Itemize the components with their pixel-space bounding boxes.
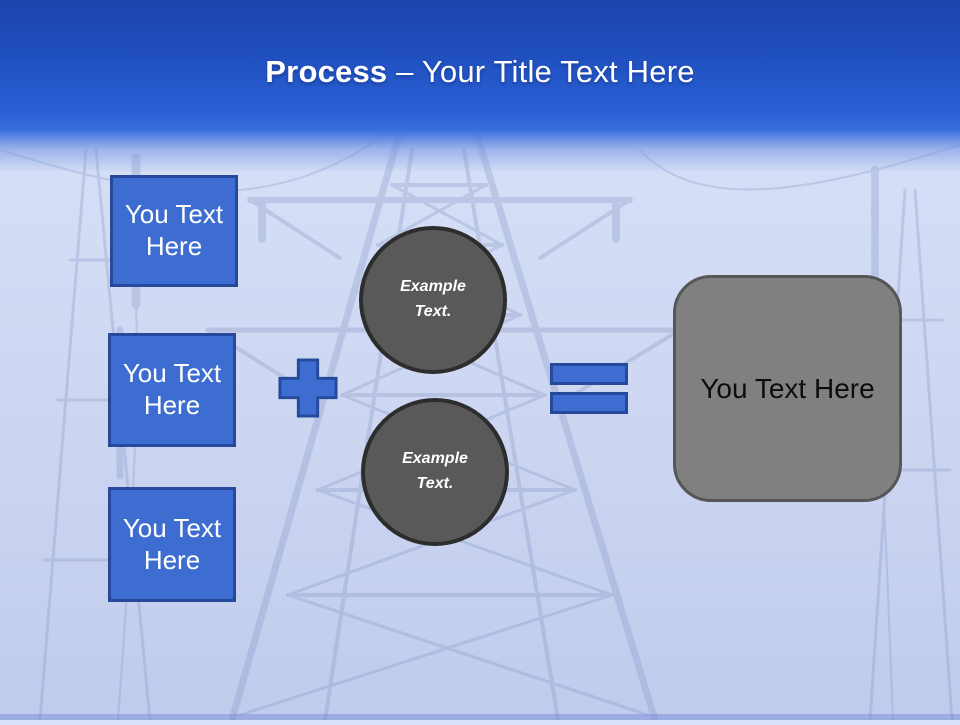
title-bold-text: Process: [265, 54, 388, 89]
result-box[interactable]: You Text Here: [673, 275, 902, 502]
equals-top-bar: [550, 363, 628, 385]
step-box-label: You Text Here: [122, 512, 222, 575]
example-circle-1[interactable]: Example Text.: [359, 226, 507, 374]
step-box-label: You Text Here: [122, 358, 222, 420]
step-box-3[interactable]: You Text Here: [108, 487, 236, 602]
plus-icon: [277, 357, 339, 419]
equals-bottom-bar: [550, 392, 628, 414]
result-label: You Text Here: [700, 372, 875, 404]
page-title[interactable]: Process – Your Title Text Here: [0, 54, 960, 90]
equals-icon: [550, 363, 628, 414]
example-circle-2[interactable]: Example Text.: [361, 398, 509, 546]
step-box-2[interactable]: You Text Here: [108, 333, 236, 447]
step-box-label: You Text Here: [124, 199, 224, 261]
bottom-accent-bar: [0, 714, 960, 720]
example-circle-label: Example Text.: [400, 278, 466, 320]
step-box-1[interactable]: You Text Here: [110, 175, 238, 287]
title-rest-text: – Your Title Text Here: [396, 54, 695, 89]
example-circle-label: Example Text.: [402, 450, 468, 492]
header-banner: [0, 0, 960, 178]
